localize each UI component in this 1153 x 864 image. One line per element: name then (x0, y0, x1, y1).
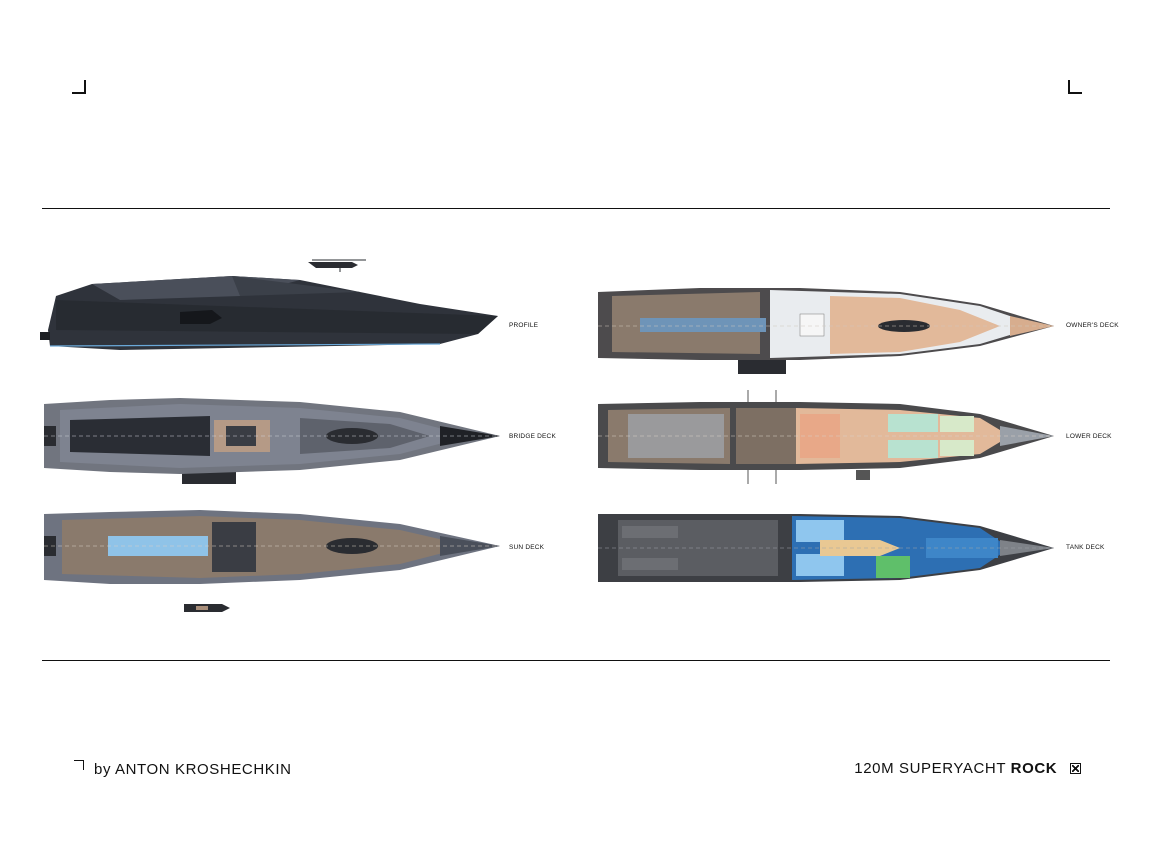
profile-view (40, 259, 498, 350)
top-rule (42, 208, 1110, 209)
tank-deck-view (598, 514, 1054, 582)
bottom-rule (42, 660, 1110, 661)
bracket-mark (74, 760, 84, 770)
footer-author: by ANTON KROSHECHKIN (74, 760, 292, 778)
footer-project: 120M SUPERYACHT ROCK (854, 760, 1081, 777)
label-bridge-deck: BRIDGE DECK (509, 433, 556, 440)
sun-deck-view (44, 510, 500, 612)
label-tank-deck: TANK DECK (1066, 544, 1105, 551)
corner-mark-top-right (1068, 80, 1082, 94)
project-name: ROCK (1010, 760, 1058, 777)
label-profile: PROFILE (509, 322, 539, 329)
owners-deck-view (598, 288, 1054, 374)
label-lower-deck: LOWER DECK (1066, 433, 1112, 440)
label-owners-deck: OWNER'S DECK (1066, 322, 1119, 329)
project-text: 120M SUPERYACHT (854, 760, 1006, 777)
corner-mark-top-left (72, 80, 86, 94)
author-text: by ANTON KROSHECHKIN (94, 761, 292, 778)
bridge-deck-view (44, 398, 500, 484)
logo-icon (1070, 763, 1081, 774)
label-sun-deck: SUN DECK (509, 544, 545, 551)
lower-deck-view (598, 390, 1054, 484)
